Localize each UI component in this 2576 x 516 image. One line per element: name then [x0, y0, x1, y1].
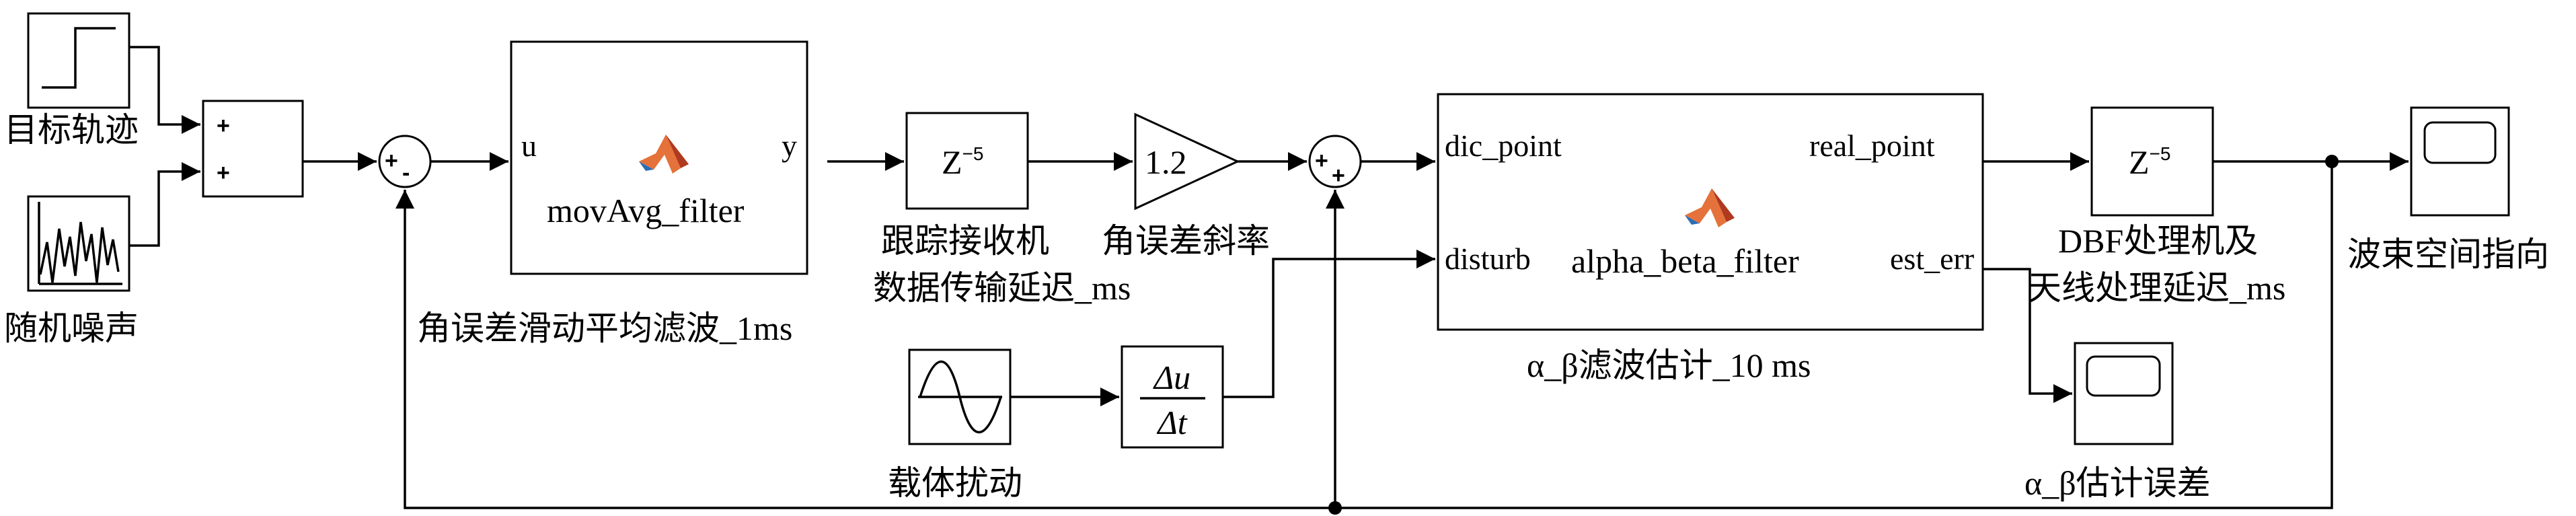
delay1-block[interactable]: Z−5	[905, 112, 1029, 210]
add-block[interactable]: + +	[202, 100, 304, 198]
gain-value: 1.2	[1145, 143, 1187, 181]
noise-source-label: 随机噪声	[4, 309, 139, 347]
scope2-caption: α_β估计误差	[2024, 464, 2211, 502]
delay1-caption-line1: 跟踪接收机	[881, 222, 1049, 260]
mov-avg-caption: 角误差滑动平均滤波_1ms	[417, 309, 792, 347]
mov-avg-name: movAvg_filter	[547, 192, 745, 229]
step-source-block[interactable]	[27, 12, 130, 109]
sum1-sign-left: +	[385, 148, 398, 174]
scope1-caption: 波束空间指向	[2347, 235, 2549, 273]
delay2-block[interactable]: Z−5	[2090, 106, 2214, 217]
sum1-block[interactable]: + -	[378, 135, 432, 188]
sine-caption: 载体扰动	[888, 464, 1022, 502]
scope2-block[interactable]	[2074, 342, 2174, 445]
sum2-block[interactable]: + +	[1308, 135, 1362, 188]
wire-noise-to-add	[129, 162, 200, 247]
scope1-block[interactable]	[2410, 106, 2510, 217]
wire-ab-to-scope2	[1983, 268, 2072, 403]
step-source-label: 目标轨迹	[4, 111, 139, 149]
derivative-block[interactable]: Δu Δt	[1121, 345, 1224, 449]
ab-out1-port: real_point	[1809, 128, 1935, 163]
noise-source-block[interactable]	[27, 195, 130, 292]
ab-in2-port: disturb	[1445, 242, 1531, 276]
sum1-sign-bottom: -	[402, 160, 410, 186]
mov-avg-out-port: y	[782, 128, 797, 163]
wire-deriv-to-ab	[1223, 250, 1435, 398]
mov-avg-in-port: u	[521, 128, 537, 163]
gain-block[interactable]: 1.2	[1134, 112, 1240, 211]
delay2-caption-line2: 天线处理延迟_ms	[2028, 269, 2285, 307]
matlab-icon	[1685, 188, 1735, 227]
delay1-caption-line2: 数据传输延迟_ms	[873, 269, 1131, 307]
wire-feedback-loop	[395, 161, 2333, 509]
sine-source-block[interactable]	[908, 348, 1012, 445]
wire-step-to-add	[129, 46, 200, 134]
mov-avg-filter-block[interactable]: u y movAvg_filter	[510, 40, 808, 275]
ab-filter-name: alpha_beta_filter	[1571, 242, 1799, 280]
add-sign-top: +	[217, 113, 230, 139]
sum2-sign-left: +	[1315, 148, 1328, 174]
delay2-text: Z−5	[2129, 143, 2170, 181]
ab-in1-port: dic_point	[1445, 128, 1562, 163]
alpha-beta-filter-block[interactable]: dic_point disturb real_point est_err alp…	[1437, 93, 1984, 331]
matlab-icon	[639, 135, 689, 174]
delay1-text: Z−5	[942, 143, 983, 181]
sum2-sign-bottom: +	[1332, 163, 1345, 188]
add-sign-bottom: +	[217, 160, 230, 186]
ab-out2-port: est_err	[1890, 242, 1974, 276]
deriv-numerator: Δu	[1153, 359, 1190, 396]
deriv-denominator: Δt	[1156, 404, 1187, 441]
ab-filter-caption: α_β滤波估计_10 ms	[1527, 346, 1811, 384]
junction-dot-bottom	[1328, 501, 1342, 515]
gain-caption: 角误差斜率	[1102, 222, 1270, 260]
delay2-caption-line1: DBF处理机及	[2058, 222, 2258, 260]
